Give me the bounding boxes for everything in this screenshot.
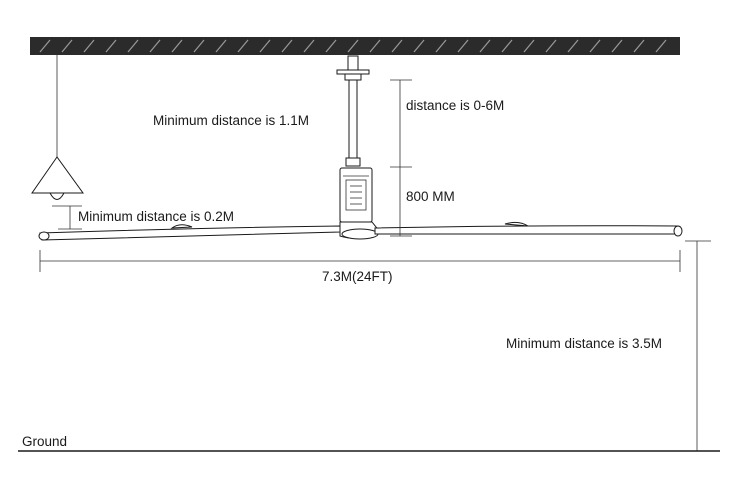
hatch-stroke [545,39,557,53]
hatch-stroke [633,39,645,53]
hatch-stroke [369,39,381,53]
min-floor-clearance-label: Minimum distance is 3.5M [506,336,662,351]
hatch-stroke [303,39,315,53]
industrial-ceiling-fan-icon [38,55,683,241]
hatch-stroke [259,39,271,53]
hatch-stroke [127,39,139,53]
hatch-stroke [193,39,205,53]
hatch-stroke [237,39,249,53]
fan-diameter-label: 7.3M(24FT) [322,269,393,284]
hatch-stroke [457,39,469,53]
hatch-stroke [325,39,337,53]
hatch-stroke [171,39,183,53]
motor-height-dimension [390,167,412,237]
hatch-stroke [215,39,227,53]
hatch-stroke [281,39,293,53]
hatch-stroke [611,39,623,53]
diameter-dimension [39,250,681,272]
ceiling-beam [30,37,680,55]
downrod-distance-label: distance is 0-6M [406,98,504,113]
hatch-stroke [39,39,51,53]
hatch-stroke [347,39,359,53]
ceiling-hatch [39,39,667,53]
hatch-stroke [83,39,95,53]
hatch-stroke [413,39,425,53]
downrod-distance-dimension [390,79,412,168]
hatch-stroke [523,39,535,53]
floor-clearance-dimension [685,240,711,451]
hatch-stroke [61,39,73,53]
ground-label: Ground [22,434,67,449]
hatch-stroke [391,39,403,53]
hatch-stroke [435,39,447,53]
hatch-stroke [589,39,601,53]
min-ceiling-distance-label: Minimum distance is 1.1M [153,113,309,128]
hatch-stroke [567,39,579,53]
hatch-stroke [655,39,667,53]
pendant-lamp-icon [31,55,84,200]
lamp-clearance-dimension [52,205,82,230]
hatch-stroke [105,39,117,53]
motor-height-label: 800 MM [406,189,455,204]
hatch-stroke [479,39,491,53]
ceiling [30,37,680,55]
hatch-stroke [501,39,513,53]
min-lamp-clearance-label: Minimum distance is 0.2M [78,209,234,224]
hatch-stroke [149,39,161,53]
